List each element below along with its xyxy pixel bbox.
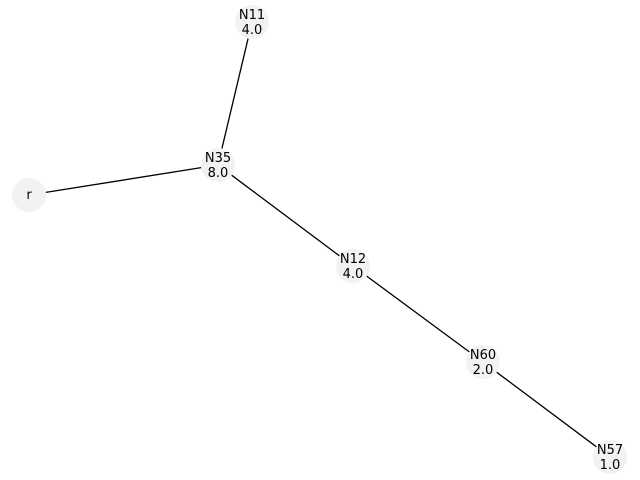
node-name-label: N60 xyxy=(470,348,496,363)
node-circle xyxy=(201,148,235,182)
node-name-label: N12 xyxy=(340,252,366,267)
edge-N60-N57 xyxy=(496,371,597,448)
node-circle xyxy=(12,178,46,212)
edge-layer xyxy=(45,38,597,448)
edge-N12-N60 xyxy=(366,275,470,353)
node-circle xyxy=(466,345,500,379)
node-value-label: 8.0 xyxy=(208,166,229,181)
node-value-label: 1.0 xyxy=(600,458,621,473)
node-value-label: 4.0 xyxy=(242,23,263,38)
edge-r-N35 xyxy=(45,167,202,193)
node-circle xyxy=(235,5,269,39)
node-value-label: 2.0 xyxy=(473,363,494,378)
node-r: r xyxy=(12,178,46,212)
node-name-label: N57 xyxy=(597,443,623,458)
node-circle xyxy=(336,249,370,283)
node-name-label: r xyxy=(26,188,32,203)
node-name-label: N11 xyxy=(239,8,265,23)
node-value-label: 4.0 xyxy=(343,267,364,282)
node-name-label: N35 xyxy=(205,151,231,166)
edge-N35-N12 xyxy=(231,174,340,257)
node-circle xyxy=(593,440,627,474)
edge-N11-N35 xyxy=(221,38,249,149)
